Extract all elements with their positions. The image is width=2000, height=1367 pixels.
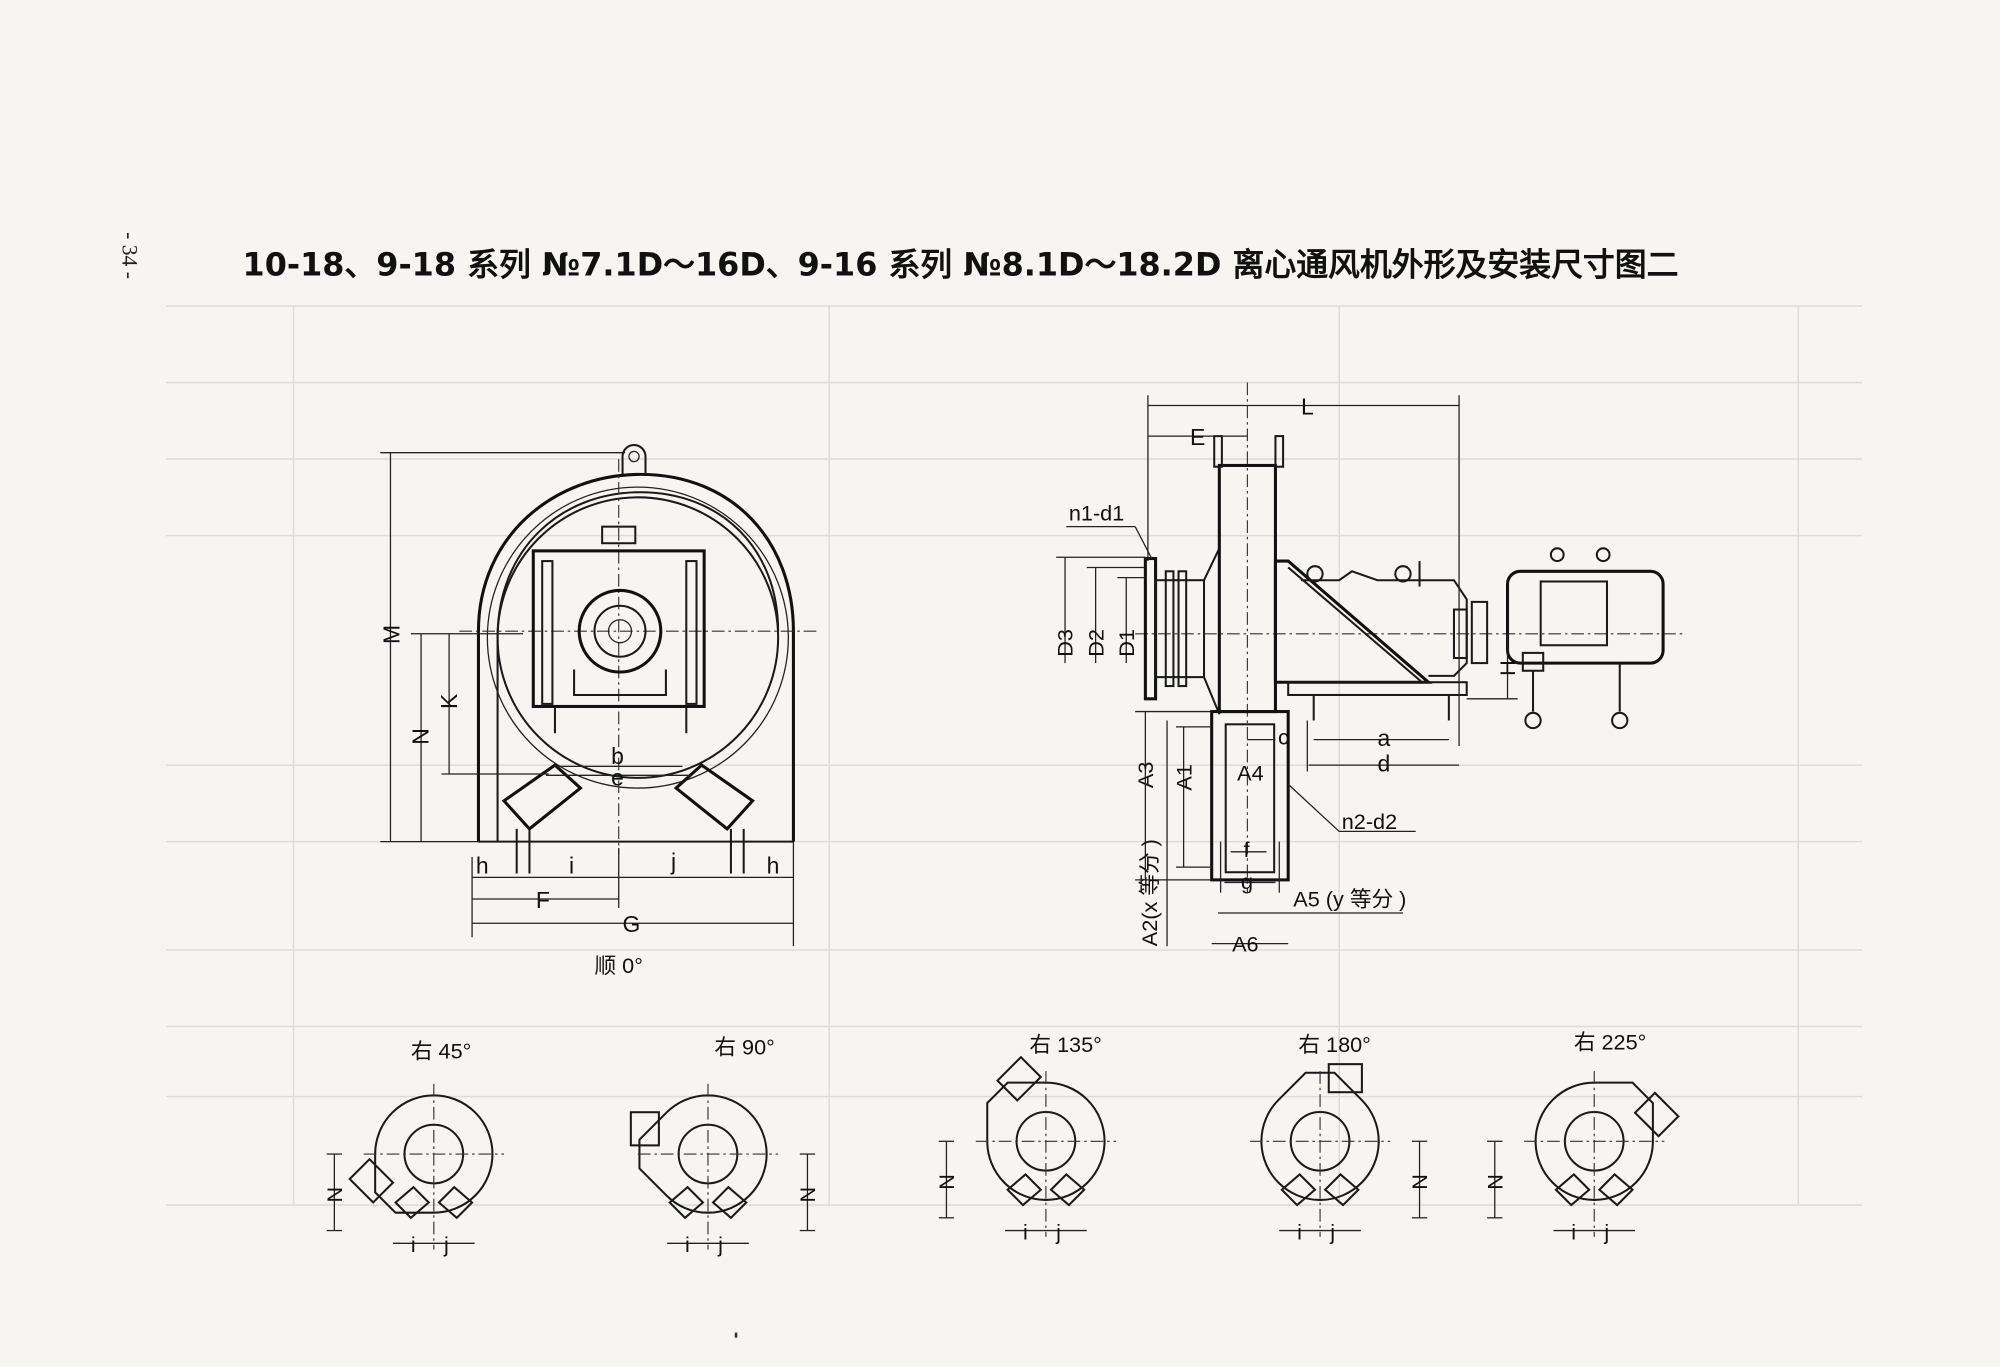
- dim-A4: A4: [1237, 760, 1264, 785]
- dim-E: E: [1190, 424, 1205, 450]
- outlet-duct: [1633, 1091, 1680, 1138]
- volute-outline: [1534, 1081, 1680, 1201]
- outlet-duct: [629, 1111, 660, 1147]
- dim-N: N: [322, 1187, 347, 1203]
- rotation-view: 右 90° Ni j: [629, 1035, 820, 1257]
- dim-N: N: [408, 728, 434, 745]
- dim-N: N: [934, 1174, 959, 1190]
- dim-i: i: [1297, 1219, 1302, 1244]
- foot-bracket: [1554, 1173, 1591, 1207]
- lifting-eye-icon: [621, 444, 647, 475]
- nameplate: [601, 525, 637, 545]
- rotation-view: 右 135° Ni j: [934, 1032, 1117, 1244]
- dim-d: d: [1377, 750, 1390, 776]
- dim-K: K: [436, 693, 462, 709]
- dim-A2: A2(x 等分 ): [1137, 839, 1162, 946]
- volute-casing: [476, 472, 795, 842]
- dim-N: N: [1407, 1174, 1432, 1190]
- bearing-block: [1300, 570, 1468, 677]
- dim-A6: A6: [1232, 931, 1259, 956]
- volute-inner: [496, 491, 780, 842]
- dim-b: b: [611, 743, 624, 769]
- label-n2-d2: n2-d2: [1342, 809, 1397, 834]
- rotation-view-caption: 右 90°: [714, 1035, 774, 1060]
- rotation-view: 右 45° Ni j: [322, 1038, 504, 1257]
- outlet-duct: [348, 1157, 395, 1204]
- volute-outline: [629, 1094, 768, 1214]
- rotation-view: 右 180° Ni j: [1249, 1032, 1432, 1244]
- foot-bracket: [711, 1185, 748, 1220]
- rotation-view-caption: 右 45°: [411, 1038, 471, 1063]
- dim-j: j: [443, 1232, 449, 1257]
- coupling: [1452, 608, 1468, 660]
- outlet-duct: [996, 1055, 1043, 1102]
- inlet-flange: [1143, 557, 1158, 701]
- page-title: 10-18、9-18 系列 №7.1D～16D、9-16 系列 №8.1D～18…: [243, 245, 1679, 283]
- dim-j: j: [1055, 1219, 1061, 1244]
- dim-D2: D2: [1083, 629, 1108, 657]
- motor-gearbox: [1505, 569, 1665, 665]
- outlet-flange: [1210, 710, 1290, 882]
- foot-bracket: [1323, 1173, 1360, 1207]
- dim-M: M: [378, 625, 404, 644]
- dim-h-right: h: [767, 853, 780, 879]
- dim-L: L: [1301, 393, 1314, 419]
- volute-outline: [1260, 1063, 1380, 1201]
- bearing-frame: [531, 549, 706, 708]
- dim-D3: D3: [1053, 629, 1078, 657]
- lifting-eye-icon: [1549, 547, 1565, 563]
- rotation-view-caption: 右 180°: [1298, 1032, 1370, 1057]
- front-view: M N K b e h i j h F G 顺 0°: [378, 444, 817, 978]
- foot-bracket: [1597, 1173, 1634, 1207]
- foot-bracket: [1280, 1173, 1317, 1207]
- lifting-eye-icon: [1595, 547, 1611, 563]
- outlet-duct: [1327, 1063, 1363, 1094]
- rotation-view: 右 225° Ni j: [1482, 1029, 1680, 1244]
- inlet-circle: [496, 496, 780, 779]
- bearing-housing: [577, 588, 663, 674]
- volute-outline: [348, 1094, 494, 1214]
- right-foot-bracket: [673, 763, 755, 831]
- dim-G: G: [623, 911, 641, 937]
- dim-N: N: [1482, 1174, 1507, 1190]
- dim-h-left: h: [476, 853, 489, 879]
- dim-i: i: [569, 853, 574, 879]
- dim-j: j: [717, 1232, 723, 1257]
- dim-N: N: [795, 1187, 820, 1203]
- dim-A3: A3: [1133, 762, 1158, 789]
- dim-c: c: [1278, 725, 1289, 750]
- dim-a: a: [1377, 725, 1390, 751]
- dim-j: j: [1603, 1219, 1609, 1244]
- dim-H: H: [1495, 660, 1520, 676]
- dim-i: i: [1571, 1219, 1576, 1244]
- dim-j: j: [1329, 1219, 1335, 1244]
- foot-bracket: [437, 1185, 474, 1220]
- page-number: - 34 -: [118, 232, 142, 279]
- dim-i: i: [1023, 1219, 1028, 1244]
- foot-bracket: [668, 1185, 705, 1220]
- dim-j: j: [670, 849, 676, 875]
- dim-g: g: [1241, 869, 1253, 894]
- dim-i: i: [685, 1232, 690, 1257]
- dim-e: e: [611, 765, 624, 791]
- foot-bracket: [1006, 1173, 1043, 1207]
- dim-A1: A1: [1171, 764, 1196, 790]
- rotation-caption: 顺 0°: [594, 953, 642, 978]
- dim-i: i: [411, 1232, 416, 1257]
- rotation-view-caption: 右 225°: [1574, 1029, 1646, 1054]
- rotation-view-caption: 右 135°: [1029, 1032, 1101, 1057]
- side-view: L E n1-d1 D3 D2 D1 H a d c A3 A1 A4 n2: [1053, 382, 1684, 956]
- volute-outline: [986, 1055, 1106, 1201]
- label-n1-d1: n1-d1: [1069, 500, 1124, 525]
- dim-f: f: [1244, 837, 1251, 862]
- left-foot-bracket: [501, 763, 583, 831]
- dim-D1: D1: [1114, 629, 1139, 657]
- foot-bracket: [394, 1185, 431, 1220]
- dim-F: F: [536, 887, 550, 913]
- foot-bracket: [1049, 1173, 1086, 1207]
- dim-A5: A5 (y 等分 ): [1293, 887, 1406, 912]
